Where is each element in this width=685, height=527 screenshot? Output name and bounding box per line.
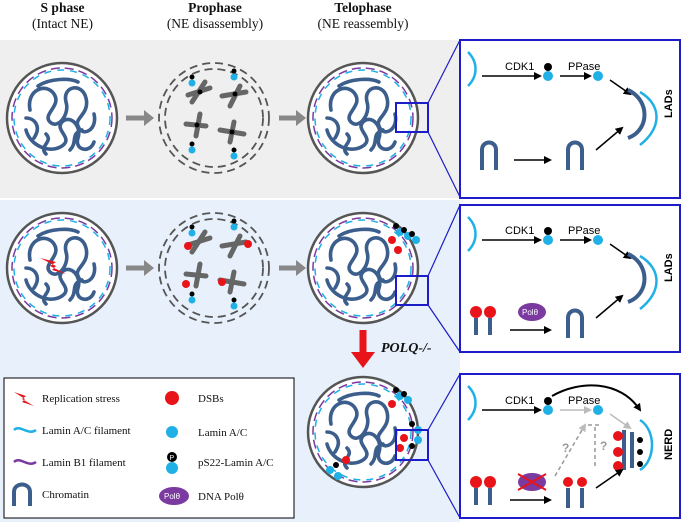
zoom-panel-3: CDK1 PPase ? ? NERD <box>459 373 681 519</box>
zoom-line-row1 <box>427 39 461 198</box>
ppase-label-3: PPase <box>568 395 600 407</box>
lamin-ac-filament-icon <box>13 427 37 433</box>
legend-lamin-ac: Lamin A/C <box>198 427 247 439</box>
zoom-panel-1: CDK1 PPase LADs <box>459 39 681 199</box>
s-phase-nucleus-row1 <box>5 61 119 175</box>
legend-dsbs: DSBs <box>198 393 224 405</box>
legend-chromatin: Chromatin <box>42 489 90 501</box>
replication-stress-icon <box>14 392 34 406</box>
header-prophase-subtitle: (NE disassembly) <box>166 16 264 31</box>
pol-theta-icon-text: Polθ <box>164 492 181 501</box>
lamin-ac-icon <box>166 426 178 438</box>
ps22-lamin-ac-icon <box>166 462 178 474</box>
cdk1-label-2: CDK1 <box>505 225 534 237</box>
cdk1-label-1: CDK1 <box>505 61 534 73</box>
lads-label-2: LADs <box>663 253 675 282</box>
header-telophase-subtitle: (NE reassembly) <box>317 16 409 31</box>
telophase-nucleus-row2 <box>306 211 429 325</box>
s-phase-nucleus-row2 <box>5 211 119 325</box>
ppase-label-2: PPase <box>568 225 600 237</box>
telophase-nucleus-polq <box>306 375 429 489</box>
ps22-p-text: P <box>170 455 175 462</box>
header-telophase-title: Telophase <box>334 0 392 15</box>
prophase-nucleus-row2 <box>158 212 270 324</box>
pol-theta-label-1: Polθ <box>522 308 539 317</box>
legend: Replication stress Lamin A/C filament La… <box>3 377 295 519</box>
lamin-b1-filament-icon <box>13 459 37 465</box>
header-prophase-title: Prophase <box>188 0 242 15</box>
header-prophase: Prophase (NE disassembly) <box>150 0 280 32</box>
question-mark-2: ? <box>600 439 607 453</box>
ppase-label-1: PPase <box>568 61 600 73</box>
question-mark-1: ? <box>562 441 569 455</box>
chromatin-icon <box>12 482 32 506</box>
pol-theta-icon <box>159 487 189 505</box>
mutation-label: POLQ-/- <box>381 341 432 356</box>
zoom-line-row3 <box>427 373 461 519</box>
legend-dna-pol-theta: DNA Polθ <box>198 491 244 503</box>
dsb-icon <box>165 391 179 405</box>
lads-label-1: LADs <box>663 89 675 118</box>
zoom-line-row2 <box>427 204 461 353</box>
header-s-phase-title: S phase <box>40 0 85 15</box>
nerd-label: NERD <box>663 429 675 460</box>
header-s-phase: S phase (Intact NE) <box>0 0 125 32</box>
header-telophase: Telophase (NE reassembly) <box>298 0 428 32</box>
prophase-nucleus-row1 <box>158 62 270 174</box>
zoom-panel-2: CDK1 PPase LADs Polθ <box>459 204 681 353</box>
telophase-nucleus-row1 <box>306 61 429 175</box>
header-s-phase-subtitle: (Intact NE) <box>31 16 94 31</box>
legend-ps22-lamin-ac: pS22-Lamin A/C <box>198 457 273 469</box>
cdk1-label-3: CDK1 <box>505 395 534 407</box>
legend-lamin-ac-filament: Lamin A/C filament <box>42 425 131 437</box>
legend-replication-stress: Replication stress <box>42 393 120 405</box>
legend-lamin-b1-filament: Lamin B1 filament <box>42 457 126 469</box>
